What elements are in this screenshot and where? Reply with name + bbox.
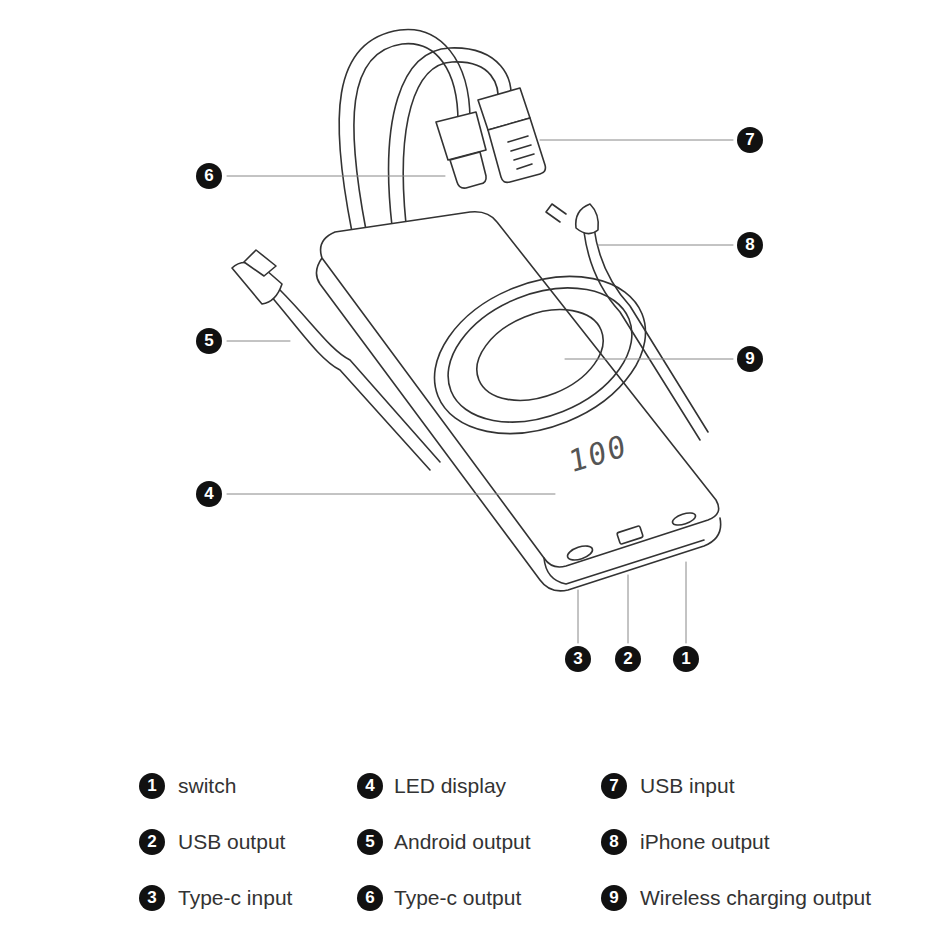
callout-number: 9 [601, 885, 627, 911]
callout-number: 5 [357, 829, 383, 855]
power-bank-body [316, 212, 720, 591]
callout-number: 6 [357, 885, 383, 911]
legend-text: LED display [394, 773, 506, 799]
top-cables [339, 30, 545, 232]
callout-number: 3 [139, 885, 165, 911]
callout-number: 3 [565, 646, 591, 672]
legend-text: switch [178, 773, 236, 799]
leader-lines [227, 140, 733, 643]
callout-number: 7 [601, 773, 627, 799]
android-cable [232, 250, 440, 470]
legend-text: USB output [178, 829, 285, 855]
callout-number: 8 [737, 232, 763, 258]
legend-text: Wireless charging output [640, 885, 871, 911]
callout-number: 9 [737, 346, 763, 372]
callout-number: 7 [737, 127, 763, 153]
legend-text: Type-c output [394, 885, 521, 911]
iphone-cable [546, 204, 708, 440]
legend-text: USB input [640, 773, 735, 799]
callout-number: 1 [139, 773, 165, 799]
legend-text: Android output [394, 829, 531, 855]
legend-text: iPhone output [640, 829, 770, 855]
callout-number: 6 [196, 163, 222, 189]
callout-number: 2 [139, 829, 165, 855]
legend-text: Type-c input [178, 885, 292, 911]
callout-number: 2 [615, 646, 641, 672]
callout-number: 8 [601, 829, 627, 855]
callout-number: 4 [357, 773, 383, 799]
callout-number: 5 [196, 328, 222, 354]
callout-number: 4 [196, 481, 222, 507]
callout-number: 1 [673, 646, 699, 672]
